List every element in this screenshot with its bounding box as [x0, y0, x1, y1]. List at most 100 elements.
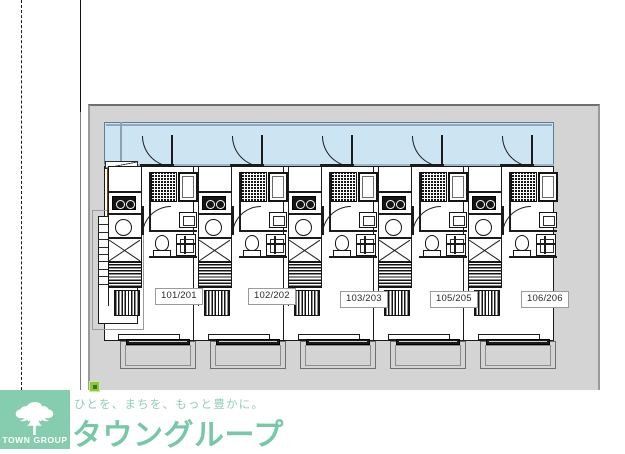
- partition-horizontal-lower: [419, 256, 467, 258]
- bathtub: [358, 172, 378, 202]
- entrance-door-leaf: [531, 135, 533, 166]
- location-pin-icon: [89, 381, 100, 392]
- balcony-railing: [486, 339, 550, 345]
- balcony-railing: [306, 339, 370, 345]
- entry-threshold: [230, 164, 264, 167]
- toilet-bowl: [515, 235, 529, 251]
- room-label-103-203: 103/203: [340, 291, 388, 308]
- laundry-divider-h: [177, 243, 195, 246]
- room-door-leaf: [232, 205, 234, 235]
- kitchen-sink: [115, 219, 132, 236]
- entry-threshold: [500, 164, 534, 167]
- entry-vestibule: [468, 166, 502, 192]
- bathtub: [448, 172, 468, 202]
- partition-horizontal-lower: [239, 256, 287, 258]
- balcony-inner: [485, 345, 551, 366]
- corridor-rail: [106, 124, 552, 126]
- partition-horizontal-lower: [329, 256, 377, 258]
- partition-vertical: [239, 172, 241, 232]
- balcony-inner: [395, 345, 461, 366]
- balcony-railing: [216, 339, 280, 345]
- bathroom-floor-hatch: [151, 172, 177, 202]
- unit-102-202[interactable]: [194, 135, 288, 341]
- toilet-bowl: [425, 235, 439, 251]
- shoe-cabinet: [468, 262, 502, 288]
- hall-wall: [108, 288, 110, 306]
- kitchen-sink: [475, 219, 492, 236]
- partition-horizontal: [239, 230, 287, 232]
- laundry-divider-h: [267, 243, 285, 246]
- brand-footer: [0, 390, 625, 449]
- corridor-left-wall: [120, 122, 122, 168]
- entry-vestibule: [198, 166, 232, 192]
- toilet-bowl: [155, 235, 169, 251]
- bathtub: [178, 172, 198, 202]
- room-label-105-205: 105/205: [430, 291, 478, 308]
- balcony-inner: [125, 345, 191, 366]
- shoe-cabinet: [378, 262, 412, 288]
- kitchen-sink: [205, 219, 222, 236]
- balcony-railing: [126, 339, 190, 345]
- brand-name: タウングループ: [72, 418, 284, 453]
- kitchen-sink: [295, 219, 312, 236]
- stove: [112, 196, 136, 210]
- unit-106-206[interactable]: [464, 135, 558, 341]
- property-boundary-line-lower: [80, 112, 81, 392]
- stove: [292, 196, 316, 210]
- kitchen-sink: [385, 219, 402, 236]
- unit-interior: [104, 135, 198, 341]
- bathroom-floor-hatch: [421, 172, 447, 202]
- partition-vertical: [509, 172, 511, 232]
- brand-logo-mark: TOWN GROUP: [0, 390, 70, 449]
- unit-interior: [374, 135, 468, 341]
- partition-horizontal: [419, 230, 467, 232]
- entry-closet: [108, 238, 142, 262]
- entrance-door-leaf: [261, 135, 263, 166]
- storage-louvre: [204, 290, 230, 316]
- shoe-cabinet: [288, 262, 322, 288]
- balcony-inner: [305, 345, 371, 366]
- balcony-inner: [215, 345, 281, 366]
- partition-horizontal-lower: [509, 256, 557, 258]
- entry-threshold: [410, 164, 444, 167]
- entry-threshold: [320, 164, 354, 167]
- toilet-bowl: [245, 235, 259, 251]
- room-label-101-201: 101/201: [155, 288, 203, 305]
- entry-threshold: [140, 164, 174, 167]
- washbasin-vanity: [539, 212, 557, 228]
- stove: [472, 196, 496, 210]
- partition-horizontal-lower: [149, 256, 197, 258]
- balcony-railing: [396, 339, 460, 345]
- entry-closet: [288, 238, 322, 262]
- bathroom-floor-hatch: [511, 172, 537, 202]
- brand-sub-label: TOWN GROUP: [2, 435, 68, 445]
- entrance-door-leaf: [171, 135, 173, 166]
- toilet-bowl: [335, 235, 349, 251]
- partition-vertical: [329, 172, 331, 232]
- laundry-divider-h: [357, 243, 375, 246]
- entry-vestibule: [378, 166, 412, 192]
- laundry-divider-h: [537, 243, 555, 246]
- unit-interior: [194, 135, 288, 341]
- entry-vestibule: [288, 166, 322, 192]
- room-door-leaf: [142, 205, 144, 235]
- room-label-102-202: 102/202: [248, 288, 296, 305]
- washbasin-vanity: [359, 212, 377, 228]
- unit-101-201[interactable]: [104, 135, 198, 341]
- unit-105-205[interactable]: [374, 135, 468, 341]
- partition-horizontal: [509, 230, 557, 232]
- laundry-vanity: [176, 234, 196, 256]
- bathroom-floor-hatch: [331, 172, 357, 202]
- entrance-door-leaf: [441, 135, 443, 166]
- partition-vertical: [149, 172, 151, 232]
- storage-louvre: [384, 290, 410, 316]
- room-label-106-206: 106/206: [521, 291, 569, 308]
- washbasin-vanity: [179, 212, 197, 228]
- partition-horizontal: [149, 230, 197, 232]
- unit-103-203[interactable]: [284, 135, 378, 341]
- tree-icon: [12, 401, 58, 440]
- storage-louvre: [114, 290, 140, 316]
- entry-closet: [468, 238, 502, 262]
- property-boundary-dashed-line: [21, 0, 22, 390]
